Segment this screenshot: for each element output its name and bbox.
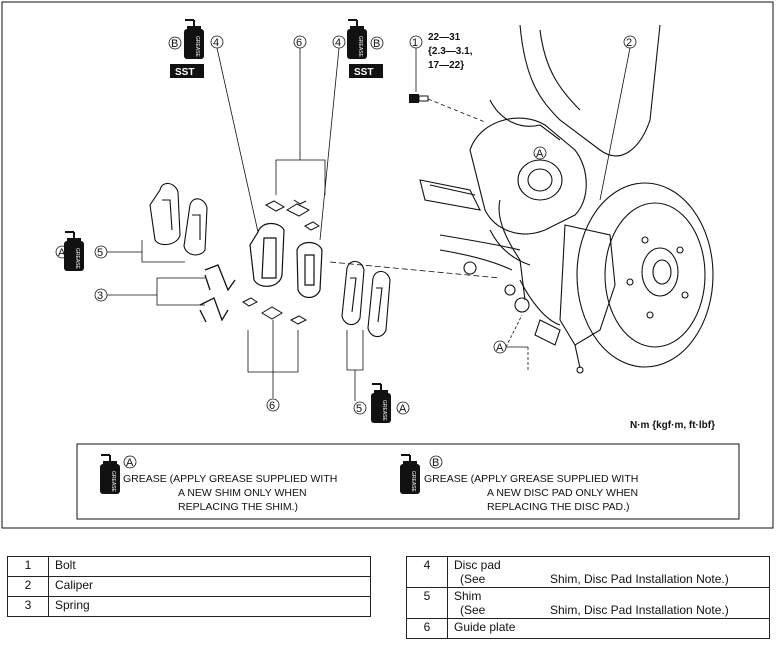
shims-left bbox=[149, 182, 208, 256]
svg-text:2: 2 bbox=[626, 37, 632, 49]
svg-text:GREASE: GREASE bbox=[381, 400, 387, 422]
installation-note-link[interactable]: Shim, Disc Pad Installation Note.) bbox=[550, 572, 729, 586]
part-cell: Shim (See Shim, Disc Pad Installation No… bbox=[447, 587, 770, 619]
grease-a-icon-left: GREASE A bbox=[55, 231, 85, 272]
guide-plates-top bbox=[264, 199, 320, 231]
callout-6-bottom: 6 bbox=[247, 320, 299, 412]
svg-text:REPLACING THE DISC PAD.): REPLACING THE DISC PAD.) bbox=[487, 501, 630, 513]
svg-text:6: 6 bbox=[296, 37, 302, 49]
svg-text:A: A bbox=[126, 457, 134, 469]
svg-text:GREASE: GREASE bbox=[110, 471, 116, 493]
callout-5-bottom: 5 bbox=[346, 330, 367, 415]
svg-text:1: 1 bbox=[412, 37, 418, 49]
callout-a-bracket: A bbox=[493, 314, 529, 370]
part-name: Guide plate bbox=[447, 618, 770, 639]
svg-text:22—31: 22—31 bbox=[428, 32, 461, 43]
callout-5-left: 5 bbox=[94, 240, 185, 263]
table-row: 2 Caliper bbox=[7, 576, 371, 597]
svg-text:A: A bbox=[536, 148, 544, 160]
torque-units: N·m {kgf·m, ft·lbf} bbox=[630, 420, 715, 431]
svg-text:SST: SST bbox=[175, 67, 194, 78]
table-row: 5 Shim (See Shim, Disc Pad Installation … bbox=[406, 587, 770, 619]
svg-text:GREASE: GREASE bbox=[74, 248, 80, 270]
svg-text:A: A bbox=[496, 342, 504, 354]
svg-text:3: 3 bbox=[97, 290, 103, 302]
grease-legend-box bbox=[76, 443, 740, 520]
legend-grease-b: GREASE B GREASE (APPLY GREASE SUPPLIED W… bbox=[399, 454, 638, 513]
svg-text:B: B bbox=[373, 38, 380, 50]
part-number: 1 bbox=[7, 556, 49, 577]
part-cell: Disc pad (See Shim, Disc Pad Installatio… bbox=[447, 556, 770, 588]
part-name: Bolt bbox=[48, 556, 371, 577]
callout-6-top: 6 bbox=[275, 35, 326, 195]
springs bbox=[199, 264, 236, 323]
callout-1-bolt: 1 bbox=[409, 35, 423, 92]
see-reference: (See bbox=[460, 572, 486, 586]
part-name: Shim bbox=[454, 589, 482, 603]
svg-text:A: A bbox=[399, 403, 407, 415]
knuckle-caliper-rotor-assembly bbox=[419, 24, 714, 374]
callout-2-caliper: 2 bbox=[599, 35, 637, 201]
svg-text:GREASE: GREASE bbox=[410, 471, 416, 493]
torque-spec: 22—31 {2.3—3.1, 17—22} bbox=[428, 32, 473, 71]
grease-a-icon-bottom: GREASE A bbox=[370, 383, 410, 424]
see-reference: (See bbox=[460, 603, 486, 617]
part-name: Disc pad bbox=[454, 558, 501, 572]
svg-text:SST: SST bbox=[354, 67, 373, 78]
svg-text:GREASE: GREASE bbox=[194, 36, 200, 58]
installation-note-link[interactable]: Shim, Disc Pad Installation Note.) bbox=[550, 603, 729, 617]
part-number: 3 bbox=[7, 596, 49, 617]
callout-4-left: 4 bbox=[210, 35, 259, 233]
brake-exploded-diagram: GREASE B SST 4 4 GREASE B SST 6 bbox=[1, 1, 774, 529]
svg-text:5: 5 bbox=[97, 247, 103, 259]
part-number: 2 bbox=[7, 576, 49, 597]
pad-alignment-line bbox=[329, 261, 501, 279]
svg-text:A NEW SHIM ONLY WHEN: A NEW SHIM ONLY WHEN bbox=[178, 487, 307, 499]
svg-text:4: 4 bbox=[213, 37, 219, 49]
part-number: 6 bbox=[406, 618, 448, 639]
svg-text:A: A bbox=[58, 247, 66, 259]
disc-pads bbox=[249, 222, 323, 299]
bolt-part bbox=[409, 94, 486, 123]
callout-4-right: 4 bbox=[319, 35, 346, 241]
svg-text:B: B bbox=[432, 457, 439, 469]
svg-text:{2.3—3.1,: {2.3—3.1, bbox=[428, 46, 473, 57]
guide-plates-bottom bbox=[242, 297, 308, 325]
shims-right bbox=[341, 260, 391, 338]
svg-text:GREASE (APPLY GREASE SUPPLIED: GREASE (APPLY GREASE SUPPLIED WITH bbox=[123, 473, 337, 485]
table-row: 1 Bolt bbox=[7, 556, 371, 577]
parts-table-right: 4 Disc pad (See Shim, Disc Pad Installat… bbox=[406, 556, 770, 639]
svg-text:A NEW DISC PAD ONLY WHEN: A NEW DISC PAD ONLY WHEN bbox=[487, 487, 638, 499]
diagram-frame bbox=[1, 1, 774, 529]
part-number: 5 bbox=[406, 587, 448, 619]
table-row: 4 Disc pad (See Shim, Disc Pad Installat… bbox=[406, 556, 770, 588]
grease-b-icon-right: GREASE B bbox=[346, 19, 384, 60]
part-name: Caliper bbox=[48, 576, 371, 597]
svg-text:6: 6 bbox=[269, 400, 275, 412]
parts-table-left: 1 Bolt 2 Caliper 3 Spring bbox=[7, 556, 371, 617]
part-number: 4 bbox=[406, 556, 448, 588]
svg-text:17—22}: 17—22} bbox=[428, 60, 464, 71]
callout-3-spring: 3 bbox=[94, 277, 205, 306]
table-row: 6 Guide plate bbox=[406, 618, 770, 639]
grease-b-icon-left: GREASE B bbox=[168, 19, 205, 60]
sst-badge-left: SST bbox=[170, 64, 204, 78]
sst-badge-right: SST bbox=[349, 64, 383, 78]
table-row: 3 Spring bbox=[7, 596, 371, 617]
svg-text:GREASE: GREASE bbox=[357, 36, 363, 58]
svg-text:REPLACING THE SHIM.): REPLACING THE SHIM.) bbox=[178, 501, 298, 513]
svg-text:B: B bbox=[171, 38, 178, 50]
svg-text:5: 5 bbox=[356, 403, 362, 415]
callout-a-caliper: A bbox=[533, 146, 547, 160]
svg-text:GREASE (APPLY GREASE SUPPLIED: GREASE (APPLY GREASE SUPPLIED WITH bbox=[424, 473, 638, 485]
part-name: Spring bbox=[48, 596, 371, 617]
svg-text:4: 4 bbox=[335, 37, 341, 49]
legend-grease-a: GREASE A GREASE (APPLY GREASE SUPPLIED W… bbox=[99, 454, 337, 513]
